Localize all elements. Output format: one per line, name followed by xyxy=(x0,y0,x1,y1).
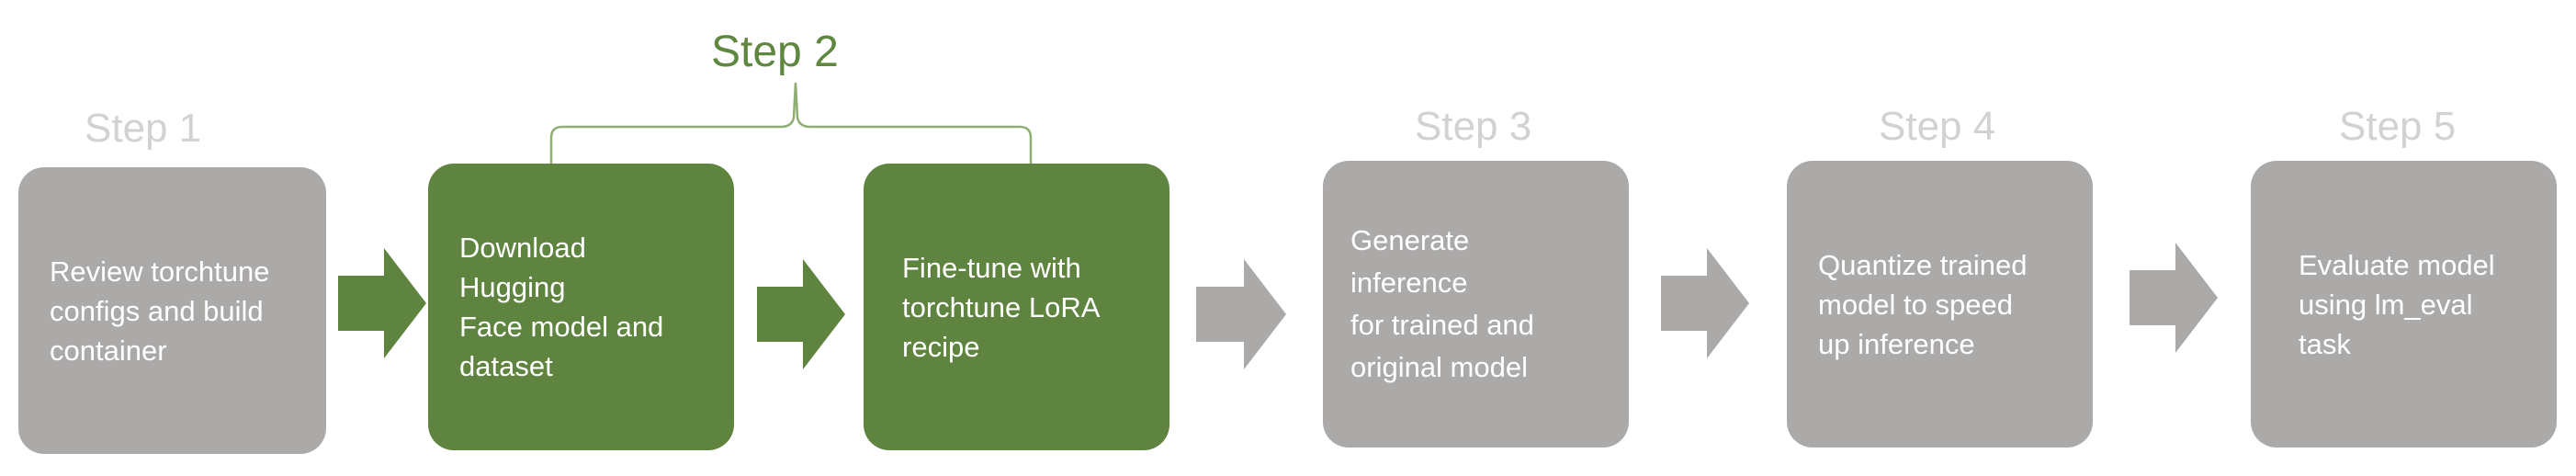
arrow-3-to-4 xyxy=(1661,248,1749,358)
arrow-2b-to-3 xyxy=(1196,259,1286,369)
step-2-finetune-text: Fine-tune with torchtune LoRA recipe xyxy=(902,251,1101,363)
step-3-label: Step 3 xyxy=(1415,104,1532,149)
step-4-text: Quantize trained model to speed up infer… xyxy=(1818,248,2028,360)
step-1-text: Review torchtune configs and build conta… xyxy=(50,255,270,367)
step-1-box: Review torchtune configs and build conta… xyxy=(18,167,326,454)
step-4-label: Step 4 xyxy=(1879,104,1996,149)
step-2-download-text: Download Hugging Face model and dataset xyxy=(459,232,664,382)
step-2-download-box: Download Hugging Face model and dataset xyxy=(428,164,734,450)
step-5-label: Step 5 xyxy=(2339,104,2457,149)
arrow-4-to-5 xyxy=(2130,243,2218,353)
arrow-2a-to-2b xyxy=(757,259,845,369)
step-1-label: Step 1 xyxy=(85,106,202,151)
step-3-box: Generate inference for trained and origi… xyxy=(1323,161,1629,448)
step-5-text: Evaluate model using lm_eval task xyxy=(2299,248,2495,360)
step-4-box: Quantize trained model to speed up infer… xyxy=(1787,161,2093,448)
step-5-box: Evaluate model using lm_eval task xyxy=(2251,161,2557,448)
step-2-finetune-box: Fine-tune with torchtune LoRA recipe xyxy=(864,164,1169,450)
step-2-brace xyxy=(549,82,1033,164)
arrow-1-to-2 xyxy=(338,248,426,358)
step-3-text: Generate inference for trained and origi… xyxy=(1350,224,1534,383)
step-2-label: Step 2 xyxy=(711,28,839,76)
